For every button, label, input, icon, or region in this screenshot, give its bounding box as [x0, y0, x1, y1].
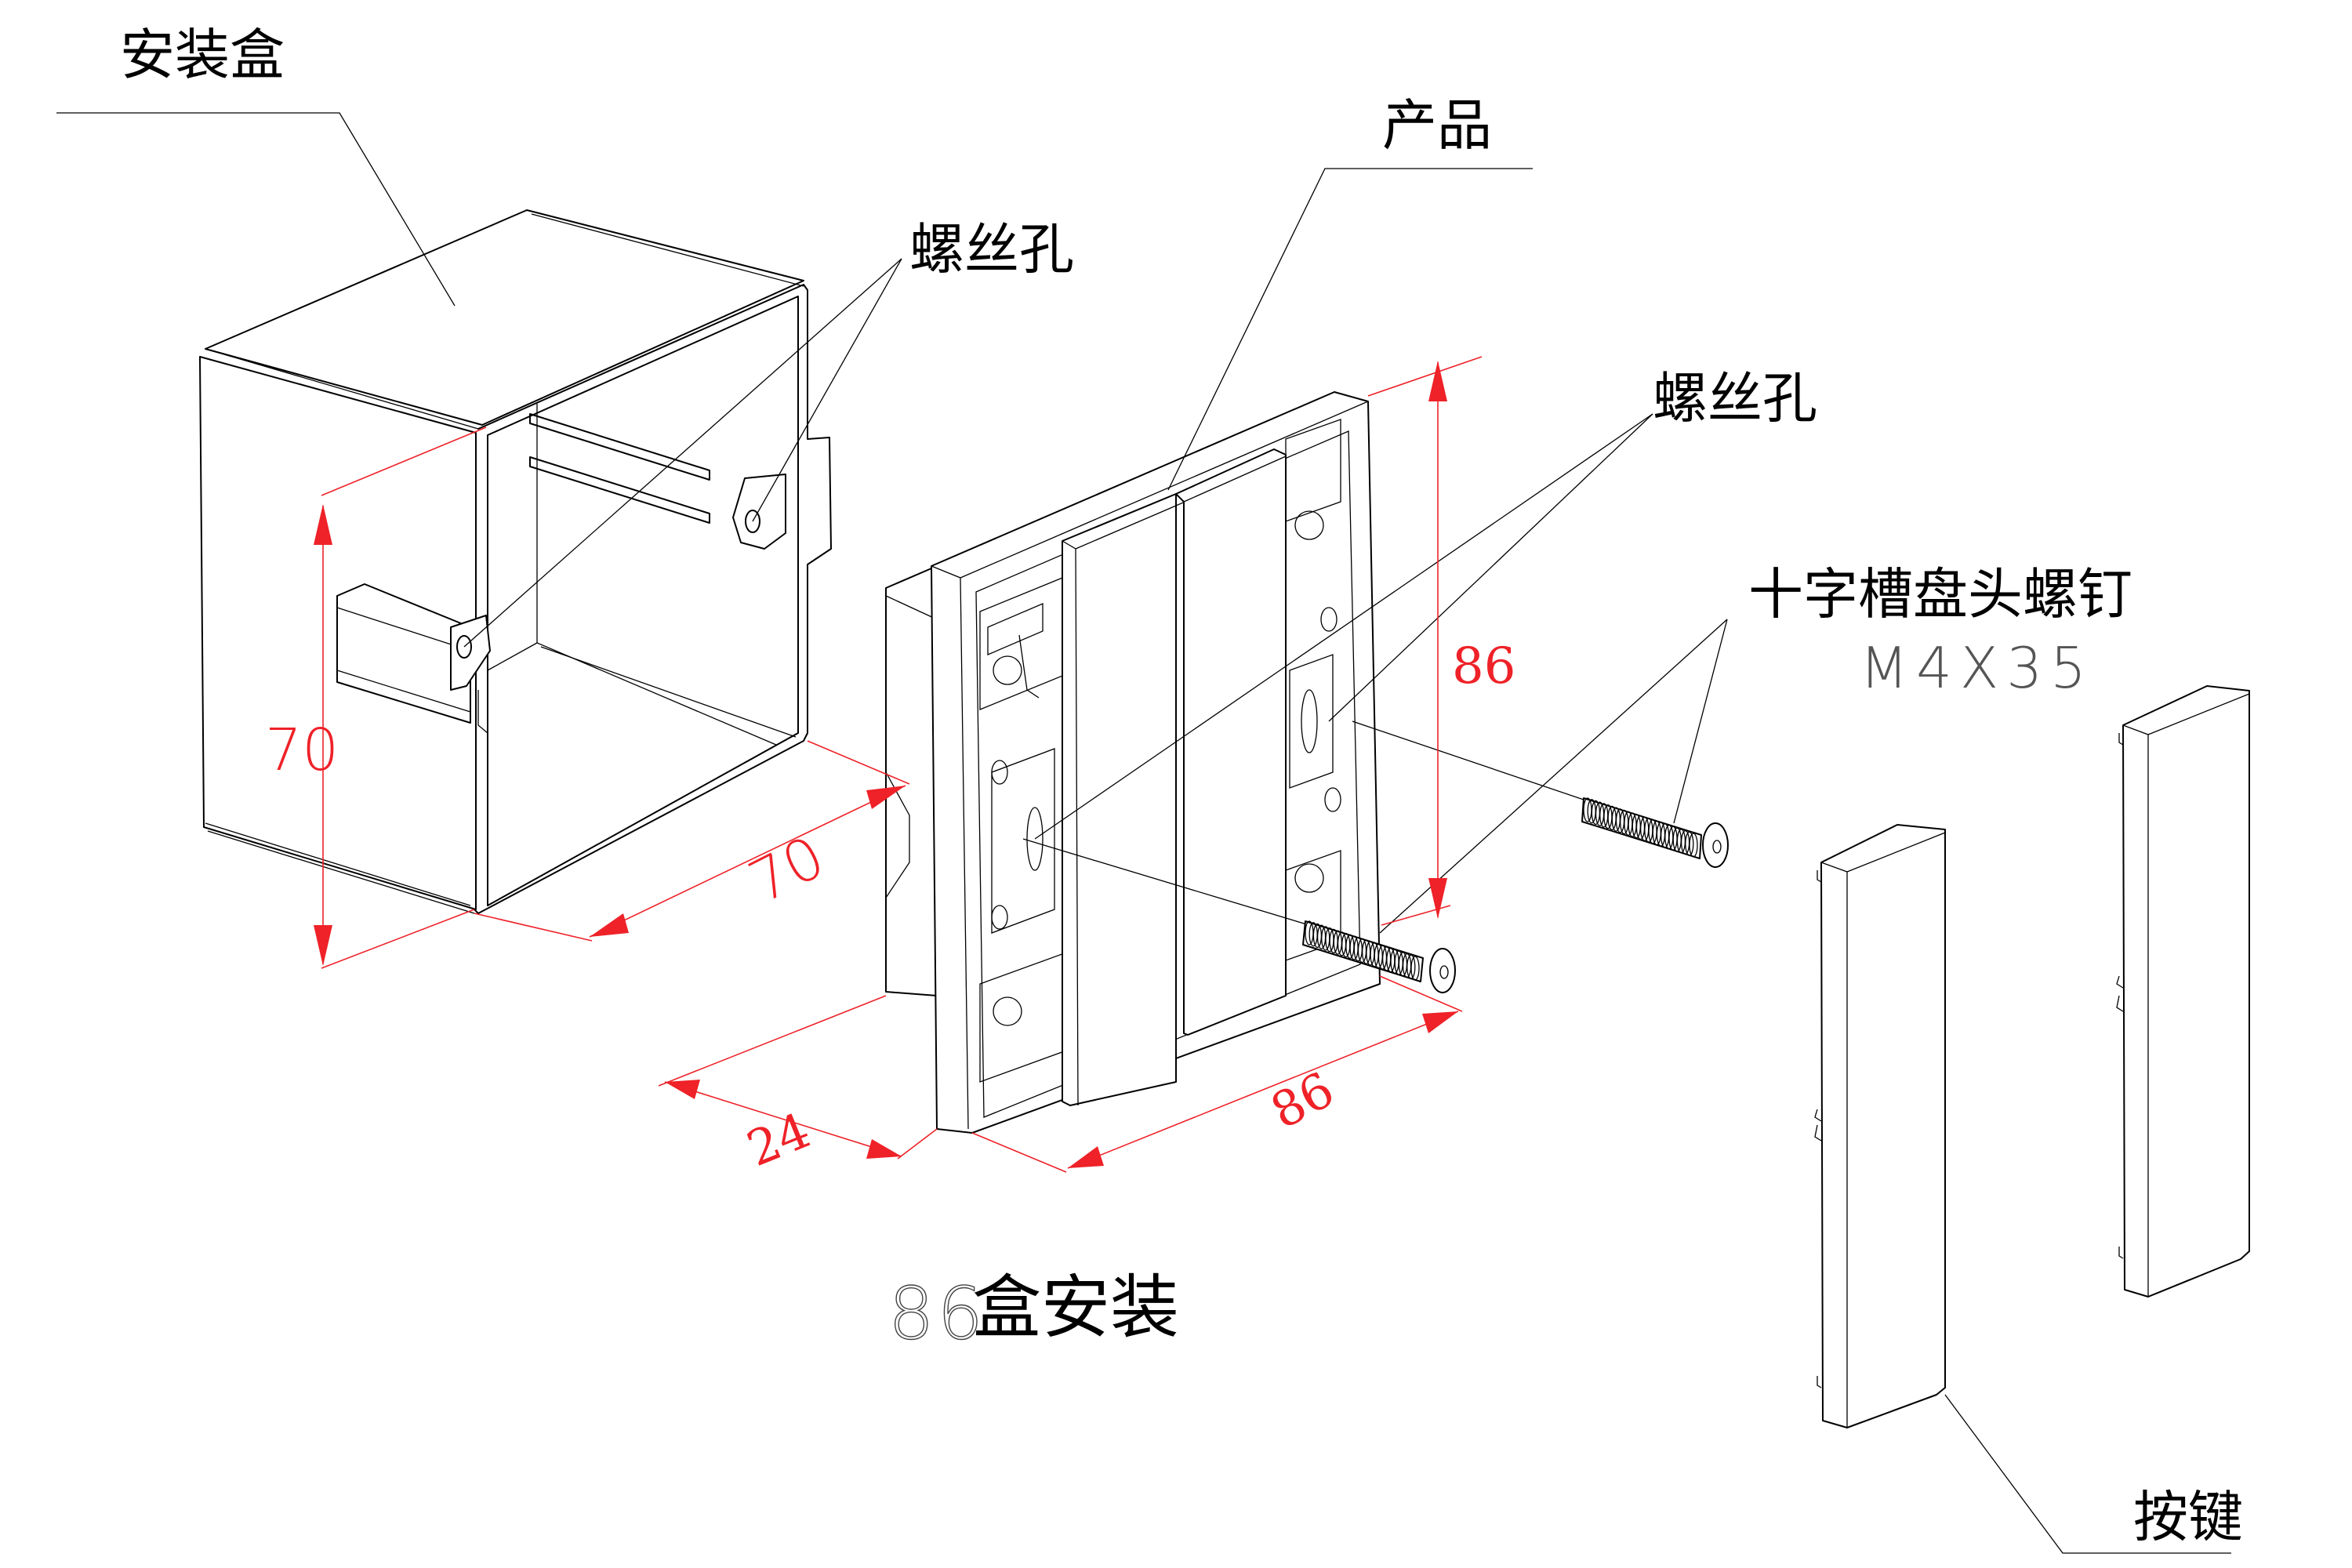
leader-screw-hole-right-a: [1034, 413, 1653, 840]
screw-thread: [1410, 956, 1420, 981]
leader-screw-a: [1673, 619, 1728, 824]
button-left: [1814, 824, 1946, 1428]
screw-thread: [1689, 833, 1698, 858]
screw-lower: [1022, 838, 1456, 993]
title-text: 盒安装: [972, 1267, 1180, 1348]
arrow-panel-width-left: [1068, 1146, 1104, 1168]
label-screw-hole-right: 螺丝孔: [1653, 366, 1817, 430]
leader-button: [1944, 1394, 2231, 1554]
screw-thread: [1685, 831, 1694, 856]
dim-box-height: 70: [265, 717, 339, 784]
dim-panel-height: 86: [1452, 637, 1516, 695]
leader-screw-hole-right-b: [1328, 413, 1653, 722]
leader-screw-hole-left-a: [463, 258, 902, 648]
title-number: 86: [887, 1272, 987, 1356]
button-right: [2116, 685, 2250, 1298]
leader-product: [1167, 168, 1533, 491]
arrow-box-height-top: [314, 504, 332, 545]
leader-lines: [56, 112, 2231, 1554]
arrow-box-height-bottom: [314, 925, 332, 966]
leader-mounting-box: [56, 112, 456, 307]
screw-thread: [1406, 954, 1416, 979]
arrow-panel-height-bottom: [1428, 878, 1447, 919]
label-mounting-box: 安装盒: [120, 23, 285, 87]
arrow-panel-depth-right: [866, 1139, 902, 1159]
leader-screw-hole-left-b: [752, 258, 902, 522]
label-screw: 十字槽盘头螺钉: [1748, 562, 2132, 626]
arrow-box-depth-right: [866, 786, 906, 809]
dimension-lines: [314, 356, 1483, 1173]
screw-upper: [1352, 720, 1729, 868]
label-button: 按键: [2133, 1485, 2243, 1549]
label-screw-hole-left: 螺丝孔: [909, 217, 1074, 281]
mounting-box: [199, 209, 832, 914]
arrow-panel-height-top: [1428, 361, 1447, 401]
product-panel: [885, 391, 1381, 1134]
arrow-box-depth-left: [590, 913, 629, 937]
label-product: 产品: [1382, 93, 1492, 158]
arrow-panel-width-right: [1422, 1011, 1458, 1033]
label-screw-spec: M4X35: [1860, 635, 2094, 701]
arrow-panel-depth-left: [665, 1080, 700, 1099]
